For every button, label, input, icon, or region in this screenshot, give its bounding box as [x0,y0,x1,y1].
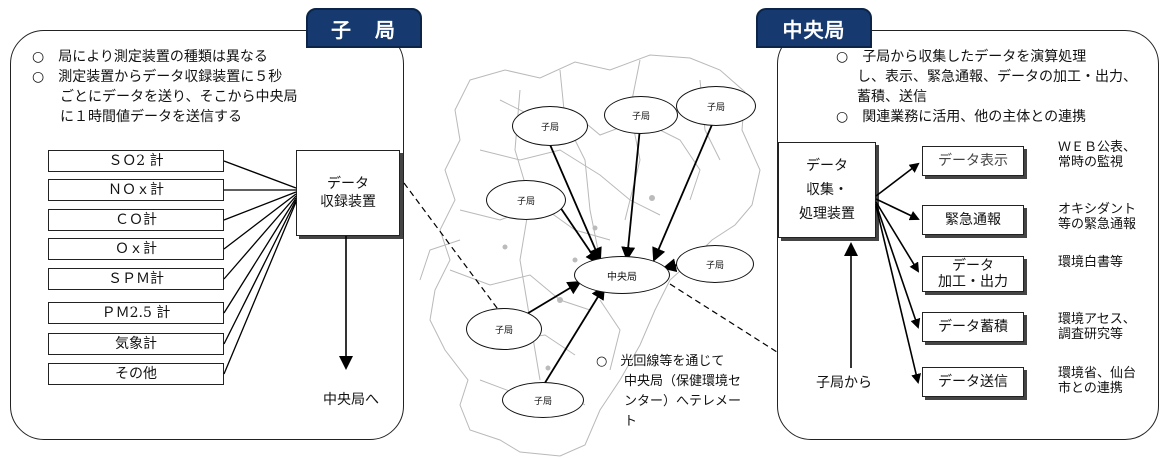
output-emergency-alert: 緊急通報 [922,205,1024,235]
telemetry-note-line-1: ○ 光回線等を通じて [596,354,725,369]
substation-note-2-line-2: ごとにデータを送り、そこから中央局 [60,89,298,105]
central-tab: 中央局 [756,8,872,48]
station-node: 子局 [604,96,678,134]
instrument-nox: ＮＯｘ計 [48,179,224,201]
instrument-pm25: ＰＭ2.5 計 [48,302,224,324]
station-node: 子局 [512,106,588,146]
zoom-line-right [669,283,778,353]
use-oxidant-alert: オキシダント 等の緊急通報 [1058,202,1137,232]
substation-note-2-line-1: ○ 測定装置からデータ収録装置に５秒 [32,69,283,85]
output-data-transmission: データ送信 [922,367,1024,397]
to-central-label: 中央局へ [323,392,379,408]
central-note-1-line-2: し、表示、緊急通報、データの加工・出力、 [857,69,1137,85]
zoom-line-left [403,182,501,313]
data-processor: データ 収集・ 処理装置 [778,142,876,238]
output-data-display: データ表示 [922,146,1024,176]
substation-tab-label: 子 局 [331,17,397,42]
instrument-so2: ＳＯ2 計 [48,150,224,172]
instrument-connectors [223,160,297,375]
central-note-2: ○ 関連業務に活用、他の主体との連携 [836,109,1087,125]
data-recorder: データ 収録装置 [296,150,400,236]
substation-tab: 子 局 [306,8,422,48]
instrument-ox: Ｏｘ計 [48,238,224,260]
use-web-publish: ＷＥＢ公表、 常時の監視 [1058,140,1137,170]
central-tab-label: 中央局 [782,17,846,42]
output-data-processing: データ 加工・出力 [922,256,1024,292]
station-node: 子局 [486,180,566,220]
telemetry-note-line-2: 中央局（保健環境セ [624,374,742,389]
central-note-1-line-1: ○ 子局から収集したデータを演算処理 [836,49,1087,65]
telemetry-note-line-3: ンター）へテレメー [624,394,742,409]
output-data-storage: データ蓄積 [922,312,1024,342]
central-station-node: 中央局 [574,256,670,294]
instrument-weather: 気象計 [48,333,224,355]
station-node: 子局 [502,382,584,418]
substation-note-2-line-3: に１時間値データを送信する [60,109,242,125]
station-node: 子局 [466,308,542,350]
from-stations-label: 子局から [816,375,872,391]
station-node: 子局 [676,245,754,283]
central-note-1-line-3: 蓄積、送信 [857,89,927,105]
use-assessment: 環境アセス、 調査研究等 [1058,312,1136,342]
station-node: 子局 [676,86,756,126]
instrument-other: その他 [48,363,224,385]
instrument-spm: ＳＰＭ計 [48,268,224,290]
telemetry-note-line-4: ト [624,414,638,429]
substation-note-1: ○ 局により測定装置の種類は異なる [32,49,268,65]
output-arrows [844,162,922,384]
instrument-co: ＣＯ計 [48,209,224,231]
use-ministry-link: 環境省、仙台 市との連携 [1058,366,1137,396]
use-white-paper: 環境白書等 [1058,255,1124,270]
